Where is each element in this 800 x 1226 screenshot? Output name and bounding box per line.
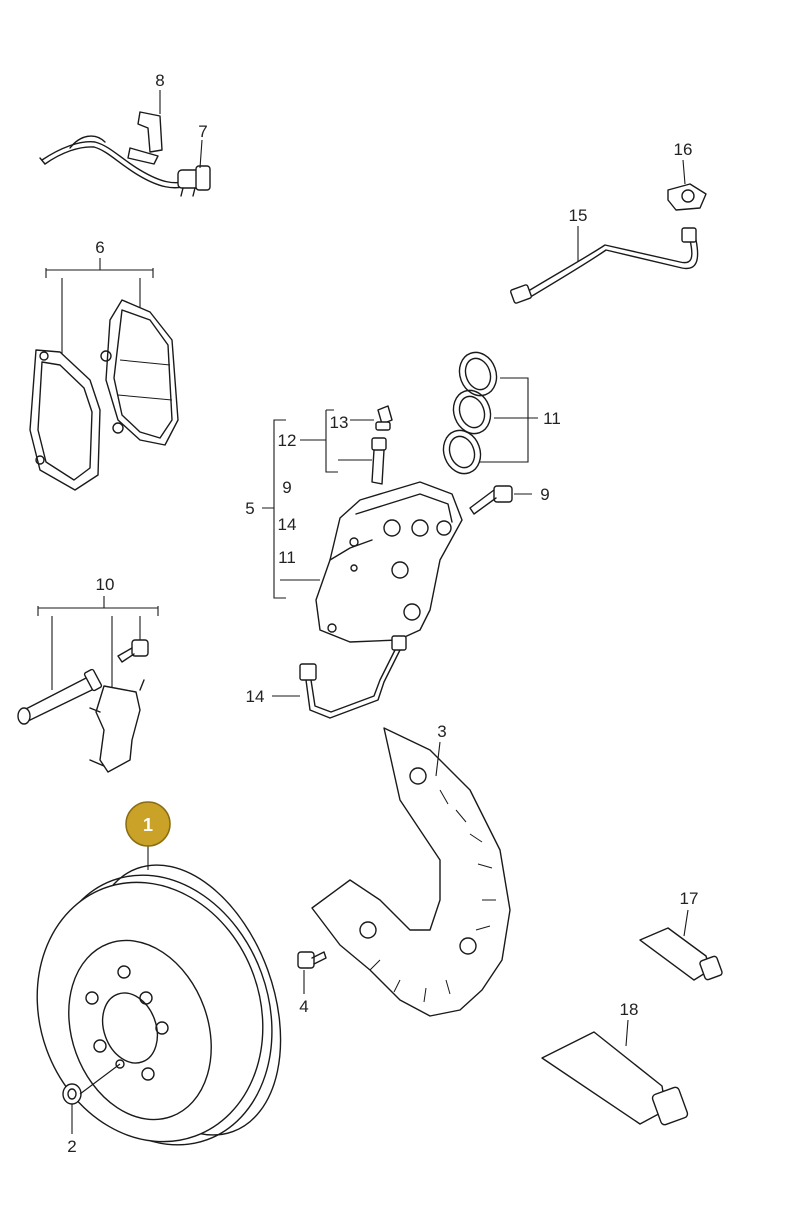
part-wear-sensor[interactable] [39, 135, 211, 197]
bracket-6 [45, 258, 154, 360]
label-14-bottom: 14 [246, 687, 265, 706]
part-brake-disc[interactable] [1, 838, 315, 1176]
label-4: 4 [299, 997, 308, 1016]
part-brake-pad-back[interactable] [29, 349, 101, 491]
badge-circle [125, 801, 171, 847]
part-brake-pad-front[interactable] [100, 299, 179, 446]
part-guide-pin[interactable] [17, 668, 103, 725]
part-bleeder-13[interactable] [375, 405, 393, 431]
label-9-left: 9 [282, 478, 291, 497]
label-17: 17 [680, 889, 699, 908]
part-caliper-5[interactable] [315, 481, 463, 643]
part-brake-line-14[interactable] [299, 635, 407, 719]
bracket-10 [37, 596, 159, 690]
part-bleeder-12[interactable] [371, 437, 387, 485]
bracket-12-13 [300, 409, 374, 473]
part-seal-rings[interactable] [438, 347, 503, 479]
label-11-top: 11 [543, 409, 561, 428]
part-splash-shield[interactable] [311, 727, 511, 1017]
label-5: 5 [245, 499, 254, 518]
bracket-5 [262, 419, 320, 599]
part-small-bolt[interactable] [117, 639, 149, 663]
bracket-11 [480, 377, 538, 463]
label-14-top: 14 [278, 515, 297, 534]
part-tube-18[interactable] [541, 1031, 689, 1126]
label-8: 8 [155, 71, 164, 90]
label-18: 18 [620, 1000, 639, 1019]
highlight-badge[interactable]: 1 [125, 801, 171, 847]
label-2: 2 [67, 1137, 76, 1156]
label-10: 10 [96, 575, 115, 594]
part-brake-line-15[interactable] [510, 227, 699, 304]
part-caliper-bolt-9[interactable] [469, 485, 513, 515]
part-tube-17[interactable] [639, 927, 723, 981]
part-clip-16[interactable] [667, 183, 707, 211]
label-7: 7 [198, 122, 207, 141]
part-shield-bolt-4[interactable] [297, 951, 327, 969]
label-3: 3 [437, 722, 446, 741]
part-retainer[interactable] [89, 679, 145, 773]
label-6: 6 [95, 238, 104, 257]
label-12: 12 [278, 431, 297, 450]
part-sensor-clip[interactable] [127, 111, 163, 165]
label-16: 16 [674, 140, 693, 159]
part-disc-screw-2[interactable] [62, 1083, 82, 1105]
label-9-right: 9 [540, 485, 549, 504]
label-11-left: 11 [278, 548, 296, 567]
badge-label: 1 [143, 815, 153, 835]
label-15: 15 [569, 206, 588, 225]
label-13: 13 [330, 413, 349, 432]
